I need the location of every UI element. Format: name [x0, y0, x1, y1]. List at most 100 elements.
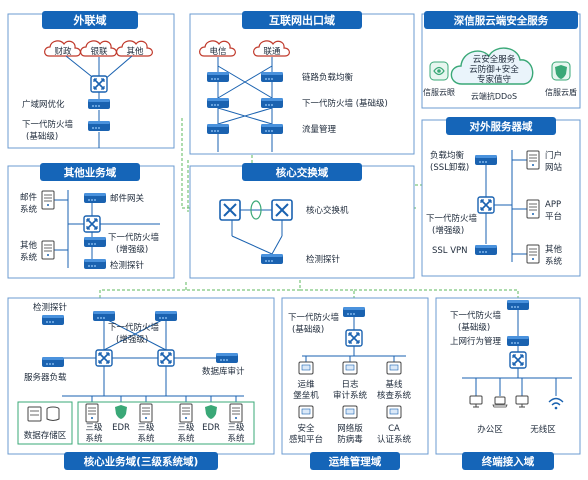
- firewall-icon: [84, 237, 106, 247]
- switch-icon: [157, 349, 175, 367]
- system-label-6b: 系统: [227, 433, 245, 444]
- traffic-mgmt-icon: [261, 124, 283, 134]
- behavior-mgmt-label: 上网行为管理: [450, 336, 502, 347]
- server-lb-label: 服务器负载: [24, 372, 67, 383]
- ops-fw-label-2: (基础级): [292, 324, 324, 335]
- other-system-label-1: 其他: [20, 240, 38, 251]
- ops-item-4b: 感知平台: [289, 434, 323, 445]
- storage-icon: [27, 406, 60, 422]
- ops-item-3a: 基线: [385, 379, 403, 390]
- terminal-fw-label-2: (基础级): [458, 322, 490, 333]
- system-label-2a: EDR: [112, 423, 130, 433]
- traffic-mgmt-label: 流量管理: [302, 124, 337, 135]
- vpn-icon: [475, 245, 497, 255]
- link-lb-label: 链路负载均衡: [302, 72, 354, 83]
- core-fw-label-2: (增强级): [116, 334, 148, 345]
- wifi-icon: [548, 397, 564, 410]
- firewall-icon: [207, 98, 229, 108]
- ops-item-3b: 核查系统: [377, 390, 412, 401]
- laptop-icon: [492, 396, 508, 408]
- probe-icon: [261, 254, 283, 264]
- cloud-service-line-2: 云防御+安全: [469, 64, 519, 75]
- ext-fw-label-1: 下一代防火墙: [426, 213, 478, 224]
- ops-item-2a: 日志: [341, 379, 359, 390]
- db-audit-label: 数据库审计: [202, 366, 245, 377]
- server-lb-icon: [42, 357, 64, 367]
- ops-item-1b: 堡垒机: [293, 390, 319, 401]
- edr-icon: [115, 405, 127, 419]
- ops-item-2b: 审计系统: [333, 390, 368, 401]
- ops-item-5b: 防病毒: [337, 434, 363, 445]
- system-label-5a: EDR: [202, 423, 220, 433]
- other-fw-label-2: (增强级): [116, 244, 148, 255]
- core-business-title: 核心业务域(三级系统域): [84, 455, 199, 468]
- external-firewall-label-1: 下一代防火墙: [22, 119, 74, 130]
- data-storage-box: [17, 401, 73, 445]
- internet-firewall-label: 下一代防火墙 (基础级): [302, 98, 388, 109]
- baseline-check-icon: [386, 361, 402, 375]
- external-server-title: 对外服务器域: [470, 120, 533, 133]
- core-probe-label: 检测探针: [306, 254, 341, 265]
- firewall-icon: [93, 311, 115, 321]
- system-label-1a: 三级: [85, 422, 103, 433]
- storage-label: 数据存储区: [24, 430, 67, 441]
- load-balancer-icon: [475, 155, 497, 165]
- log-audit-icon: [342, 361, 358, 375]
- cloud-shield-label: 信服云盾: [545, 87, 577, 97]
- other-server-icon: [41, 240, 55, 260]
- core-probe-label: 检测探针: [33, 302, 68, 313]
- ops-item-5a: 网络版: [337, 423, 363, 434]
- internet-egress-domain: 互联网出口域 电信 联通 链路负载均衡 下一代防火墙 (基础级) 流量管理: [189, 11, 415, 155]
- load-balancer-icon: [207, 72, 229, 82]
- wan-optimizer-label: 广域网优化: [22, 99, 65, 110]
- cloud-eye-label: 信服云眼: [423, 87, 455, 97]
- traffic-mgmt-icon: [207, 124, 229, 134]
- core-business-domain: 核心业务域(三级系统域) 检测探针 下一代防火墙 (增强级: [7, 297, 275, 470]
- system-label-6a: 三级: [227, 422, 245, 433]
- ops-item-6a: CA: [388, 424, 400, 434]
- mail-gateway-label: 邮件网关: [110, 193, 145, 204]
- external-firewall-label-2: (基础级): [26, 131, 58, 142]
- switch-icon: [90, 75, 108, 93]
- switch-icon: [83, 215, 101, 233]
- cloud-shield-icon: [551, 61, 571, 81]
- probe-icon: [84, 259, 106, 269]
- portal-label-2: 网站: [545, 162, 563, 173]
- ops-item-6b: 认证系统: [377, 434, 412, 445]
- cloud-label-telecom: 电信: [209, 46, 227, 57]
- core-switch-icon: [271, 199, 293, 221]
- server-icon: [179, 403, 193, 423]
- switch-icon: [95, 349, 113, 367]
- server-icon: [139, 403, 153, 423]
- cloud-security-domain: 深信服云端安全服务 云安全服务 云防御+安全 专家值守 信服云眼 云端抗DDoS…: [421, 11, 581, 109]
- ops-domain: 运维管理域 下一代防火墙 (基础级) 运维 堡垒机 日志 审计系统 基线 核查系…: [281, 297, 429, 470]
- cloud-ddos-label: 云端抗DDoS: [471, 91, 517, 101]
- ext-other-label-1: 其他: [545, 244, 563, 255]
- system-label-3b: 系统: [137, 433, 155, 444]
- cloud-service-line-3: 专家值守: [477, 74, 511, 85]
- firewall-icon: [155, 311, 177, 321]
- external-server-domain: 对外服务器域 负载均衡 (SSL卸载) 下一代防火墙 (增强级) SSL VPN…: [421, 117, 581, 277]
- behavior-mgmt-icon: [507, 336, 529, 346]
- ssl-vpn-label: SSL VPN: [432, 246, 468, 256]
- terminal-fw-label-1: 下一代防火墙: [450, 310, 502, 321]
- internet-domain-title: 互联网出口域: [269, 13, 335, 27]
- wireless-zone-label: 无线区: [530, 424, 556, 435]
- server-icon: [85, 403, 99, 423]
- cloud-label-other: 其他: [126, 46, 144, 57]
- other-system-label-2: 系统: [20, 252, 38, 263]
- firewall-icon: [88, 121, 110, 131]
- external-domain: 外联域 财政 银联 其他 广域网优化 下一代防火墙 (基础级): [7, 11, 175, 149]
- firewall-icon: [343, 307, 365, 317]
- load-balancer-icon: [261, 72, 283, 82]
- mail-server-icon: [41, 190, 55, 210]
- firewall-icon: [507, 300, 529, 310]
- ca-auth-icon: [386, 405, 402, 419]
- cloud-label-finance: 财政: [54, 46, 72, 57]
- ops-domain-title: 运维管理域: [329, 455, 382, 468]
- ext-lb-label-1: 负载均衡: [430, 150, 465, 161]
- other-probe-label: 检测探针: [110, 260, 145, 271]
- switch-icon: [509, 351, 527, 369]
- core-fw-label-1: 下一代防火墙: [108, 322, 160, 333]
